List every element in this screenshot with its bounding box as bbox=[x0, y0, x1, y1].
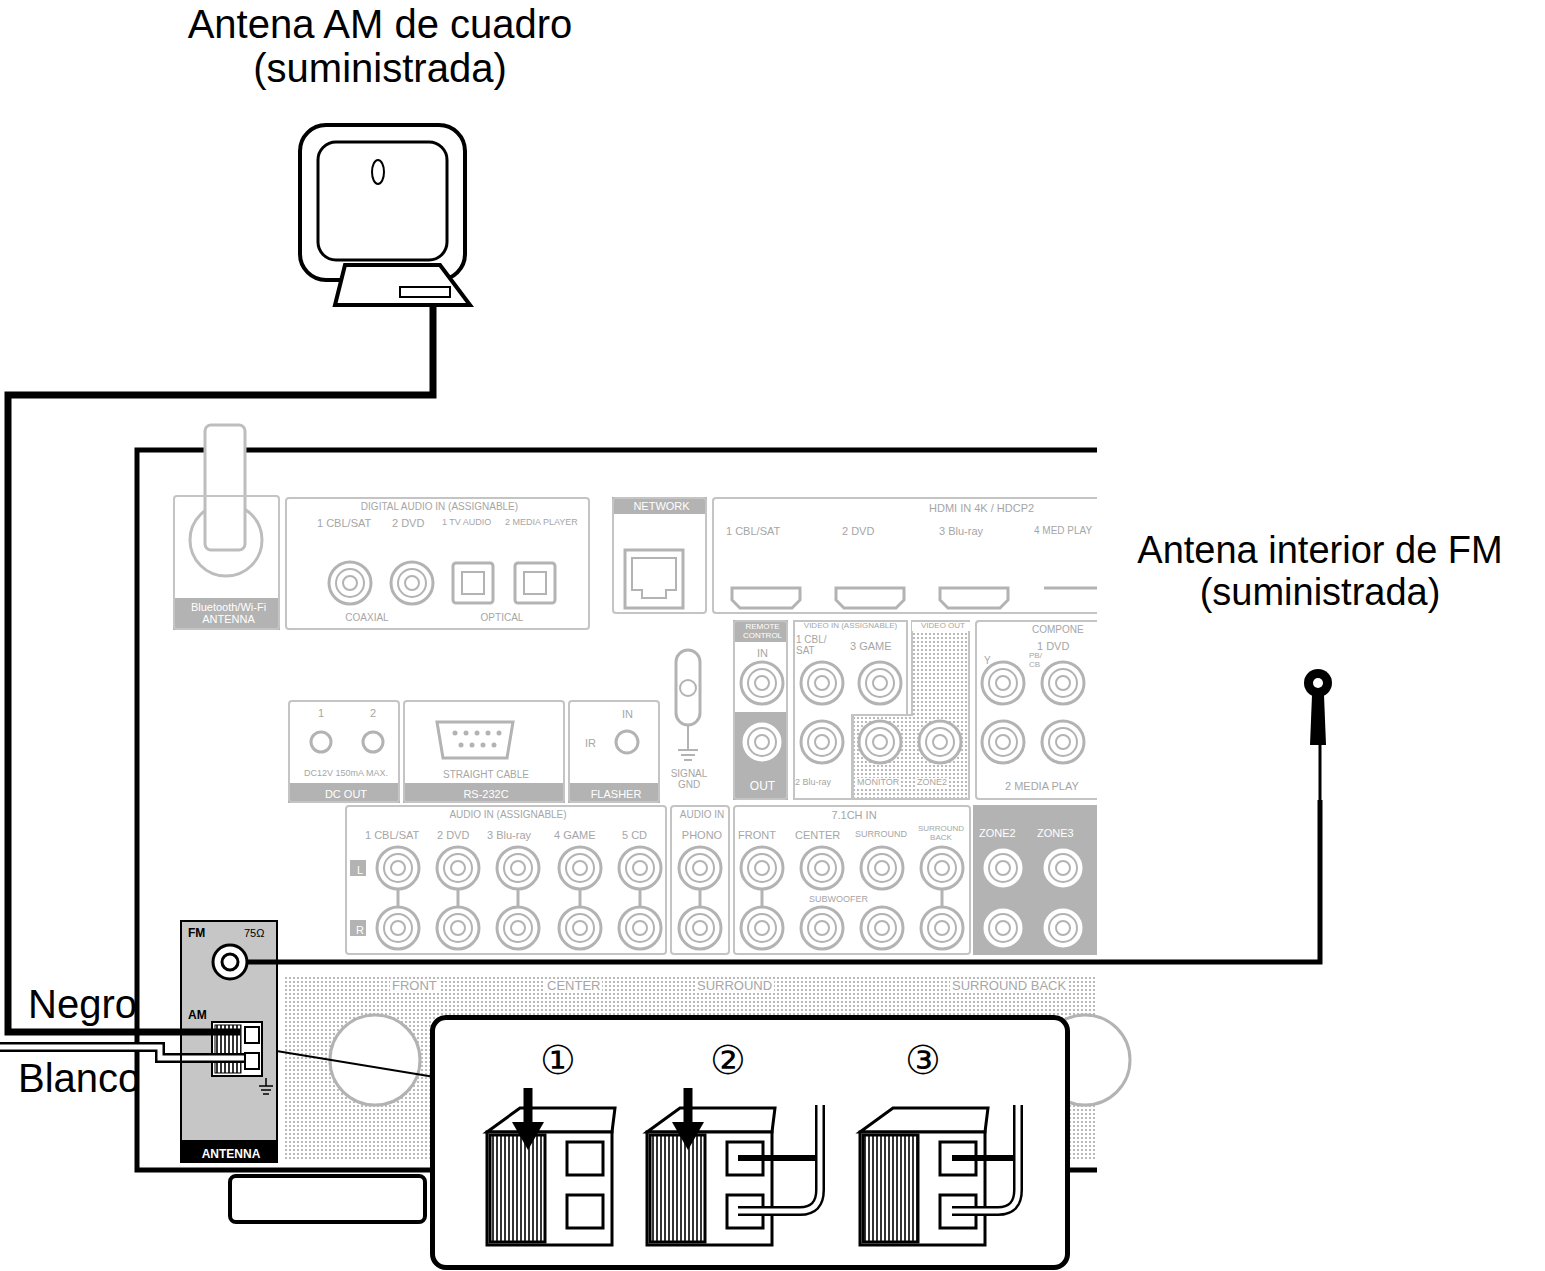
panel-text: 5 CD bbox=[622, 829, 647, 841]
panel-text: 3 Blu-ray bbox=[939, 525, 983, 537]
panel-text: 75Ω bbox=[244, 927, 264, 939]
panel-text: 2 MEDIA PLAY bbox=[1005, 780, 1079, 792]
terminal-label: SIGNAL GND bbox=[663, 768, 715, 790]
panel-text: L bbox=[352, 864, 368, 876]
panel-text: ① bbox=[540, 1038, 576, 1082]
panel-text: 1 CBL/SAT bbox=[317, 517, 371, 529]
panel-text: VIDEO OUT bbox=[912, 622, 974, 631]
panel-text: 7.1CH IN bbox=[735, 809, 973, 821]
panel-text: SURROUND bbox=[855, 830, 907, 840]
panel-text: SURROUND BACK bbox=[913, 825, 969, 843]
panel-text: COAXIAL bbox=[327, 612, 407, 623]
panel-text: 2 Blu-ray bbox=[795, 778, 831, 788]
wire-color-label: Negro bbox=[28, 982, 137, 1026]
panel-text: 2 MEDIA PLAYER bbox=[505, 518, 578, 528]
panel-text: IN bbox=[735, 647, 790, 659]
wire-color-label: Blanco bbox=[18, 1056, 140, 1100]
panel-text: PB/ CB bbox=[1029, 652, 1051, 670]
panel-text: IR bbox=[585, 737, 596, 749]
panel-text: CENTER bbox=[795, 829, 840, 841]
panel-text: 1 CBL/SAT bbox=[365, 829, 419, 841]
panel-text: AUDIO IN bbox=[672, 809, 732, 820]
panel-text: ZONE2 bbox=[915, 778, 949, 788]
panel-text: NETWORK bbox=[614, 500, 709, 512]
panel-text: 4 MED PLAY bbox=[1034, 525, 1092, 536]
panel-text: STRAIGHT CABLE bbox=[405, 769, 567, 780]
panel-text: REMOTE CONTROL bbox=[735, 623, 790, 641]
panel-text: IN bbox=[622, 708, 633, 720]
panel-text: 1 bbox=[318, 707, 324, 719]
antenna-label: Antena interior de FM (suministrada) bbox=[1100, 530, 1540, 614]
panel-text: ZONE3 bbox=[1037, 827, 1074, 839]
panel-text: VIDEO IN (ASSIGNABLE) bbox=[793, 622, 908, 631]
antenna-label: Antena AM de cuadro (suministrada) bbox=[160, 2, 600, 90]
component-panel: COMPONE 1 DVD Y PB/ CB 2 MEDIA PLAY bbox=[975, 620, 1097, 800]
panel-text: 4 GAME bbox=[554, 829, 596, 841]
panel-text: MONITOR bbox=[855, 778, 901, 788]
panel-text: FM bbox=[188, 927, 205, 940]
panel-text: 1 DVD bbox=[1037, 640, 1069, 652]
zoom-leader bbox=[278, 1051, 430, 1076]
panel-text: 3 GAME bbox=[850, 640, 892, 652]
panel-text: AM bbox=[188, 1009, 207, 1022]
phono-panel: AUDIO IN PHONO bbox=[670, 805, 730, 955]
panel-text: ③ bbox=[905, 1038, 941, 1082]
panel-text: PHONO bbox=[672, 829, 732, 841]
dc-out-panel: 1 2DC12V 150mA MAX. DC OUT bbox=[288, 700, 400, 803]
panel-text: OPTICAL bbox=[452, 612, 552, 623]
speaker-label: FRONT bbox=[390, 979, 439, 993]
panel-text: 1 CBL/ SAT bbox=[796, 634, 830, 656]
speaker-label: SURROUND bbox=[695, 979, 774, 993]
panel-text: 2 DVD bbox=[437, 829, 469, 841]
panel-text: COMPONE bbox=[1032, 624, 1084, 635]
magnified-inset: ① ② ③ bbox=[430, 1015, 1070, 1270]
panel-text: AUDIO IN (ASSIGNABLE) bbox=[347, 809, 669, 820]
panel-text: DC12V 150mA MAX. bbox=[290, 769, 402, 779]
speaker-label: CENTER bbox=[545, 979, 602, 993]
panel-text: FLASHER bbox=[570, 788, 662, 800]
remote-control-panel: REMOTE CONTROL IN OUT bbox=[733, 620, 788, 800]
panel-text: 3 Blu-ray bbox=[487, 829, 531, 841]
panel-text: FRONT bbox=[738, 829, 776, 841]
speaker-label: SURROUND BACK bbox=[950, 979, 1068, 993]
zone-preout-panel: ZONE2 ZONE3 bbox=[973, 805, 1097, 955]
hdmi-input-panel: HDMI IN 4K / HDCP2 1 CBL/SAT 2 DVD 3 Blu-ra… bbox=[712, 497, 1097, 614]
panel-text: Bluetooth/Wi-Fi ANTENNA bbox=[175, 601, 282, 625]
rs232c-panel: STRAIGHT CABLE RS-232C bbox=[403, 700, 565, 803]
panel-text: RS-232C bbox=[405, 788, 567, 800]
network-port-box: NETWORK bbox=[612, 497, 707, 614]
panel-text: HDMI IN 4K / HDCP2 bbox=[929, 502, 1034, 514]
panel-outline bbox=[852, 620, 970, 800]
audio-in-panel: AUDIO IN (ASSIGNABLE) 1 CBL/SAT 2 DVD 3 Blu… bbox=[345, 805, 667, 955]
digital-audio-panel: DIGITAL AUDIO IN (ASSIGNABLE) 1 CBL/SAT 2 … bbox=[285, 497, 590, 630]
panel-text: 2 DVD bbox=[392, 517, 424, 529]
panel-text: ZONE2 bbox=[979, 827, 1016, 839]
panel-text: SUBWOOFER bbox=[809, 895, 868, 905]
panel-text: ② bbox=[710, 1038, 746, 1082]
antenna-terminal-panel: FM 75Ω AM ANTENNA bbox=[180, 920, 278, 1163]
panel-text: R bbox=[352, 924, 368, 936]
video-out-panel: VIDEO OUTMONITORZONE2 bbox=[852, 620, 970, 800]
panel-text: OUT bbox=[735, 780, 790, 793]
video-in-panel: VIDEO IN (ASSIGNABLE) 1 CBL/ SAT 3 GAME 2 B… bbox=[793, 620, 908, 800]
panel-text: 2 bbox=[370, 707, 376, 719]
multichannel-in-panel: 7.1CH IN FRONT CENTER SURROUND SURROUND BACK… bbox=[733, 805, 971, 955]
antenna-port-box: Bluetooth/Wi-Fi ANTENNA bbox=[173, 495, 280, 630]
panel-text: DC OUT bbox=[290, 788, 402, 800]
panel-text: ANTENNA bbox=[182, 1148, 280, 1161]
flasher-panel: IN IR FLASHER bbox=[568, 700, 660, 803]
panel-text: 2 DVD bbox=[842, 525, 874, 537]
panel-text: Y bbox=[984, 655, 991, 666]
panel-text: 1 CBL/SAT bbox=[726, 525, 780, 537]
panel-text: 1 TV AUDIO bbox=[442, 518, 491, 528]
panel-text: DIGITAL AUDIO IN (ASSIGNABLE) bbox=[287, 501, 592, 512]
